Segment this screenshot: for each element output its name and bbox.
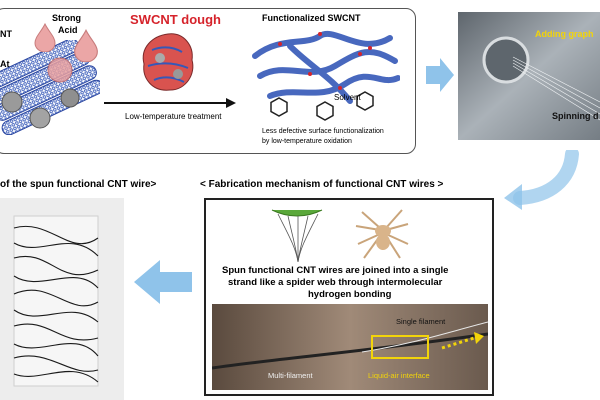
mechanism-heading: < Fabrication mechanism of functional CN…: [200, 179, 444, 190]
functionalized-swcnt-illustration: [252, 31, 400, 104]
liquid-air-interface-label: Liquid-air interface: [368, 371, 430, 380]
low-temp-label: Low-temperature treatment: [125, 112, 222, 121]
adding-graphene-label: Adding graph: [535, 29, 594, 39]
solvent-molecule-icon: [316, 101, 334, 121]
cnt-label: NT: [0, 29, 12, 39]
solvent-molecule-icon: [356, 91, 374, 111]
swcnt-dough-title: SWCNT dough: [130, 12, 221, 27]
mechanism-text-line-1: Spun functional CNT wires are joined int…: [222, 265, 449, 276]
mechanism-text-line-2: strand like a spider web through intermo…: [228, 277, 443, 288]
spider-silk-illustration: [271, 209, 323, 263]
flow-arrow-left: [134, 260, 192, 304]
at-label: At: [0, 59, 10, 69]
multi-filament-label: Multi-filament: [268, 371, 313, 380]
functionalized-swcnt-title: Functionalized SWCNT: [262, 13, 361, 23]
solvent-label: Solvent: [334, 93, 361, 102]
mechanism-text-line-3: hydrogen bonding: [308, 289, 392, 300]
acid-droplet-icon: [34, 22, 56, 52]
spinning-device-photo: [458, 12, 600, 140]
acid-droplet-icon: [74, 29, 98, 62]
caption-line-2: by low-temperature oxidation: [262, 138, 352, 145]
flow-arrow-right: [426, 58, 454, 92]
acid-label: Acid: [58, 25, 78, 35]
flow-arrow-curved: [504, 150, 579, 210]
swcnt-dough-illustration: [142, 33, 194, 91]
caption-line-1: Less defective surface functionalization: [262, 128, 384, 135]
spinning-device-label: Spinning d: [552, 111, 599, 121]
filament-photo: [212, 304, 488, 390]
solvent-molecule-icon: [270, 97, 288, 117]
spider-icon: [355, 209, 409, 259]
treatment-arrow: [104, 98, 236, 108]
single-filament-label: Single filament: [396, 317, 446, 326]
spun-wire-heading: of the spun functional CNT wire>: [0, 179, 157, 190]
strong-label: Strong: [52, 13, 81, 23]
wound-cnt-wire-spool-photo: [0, 198, 124, 400]
